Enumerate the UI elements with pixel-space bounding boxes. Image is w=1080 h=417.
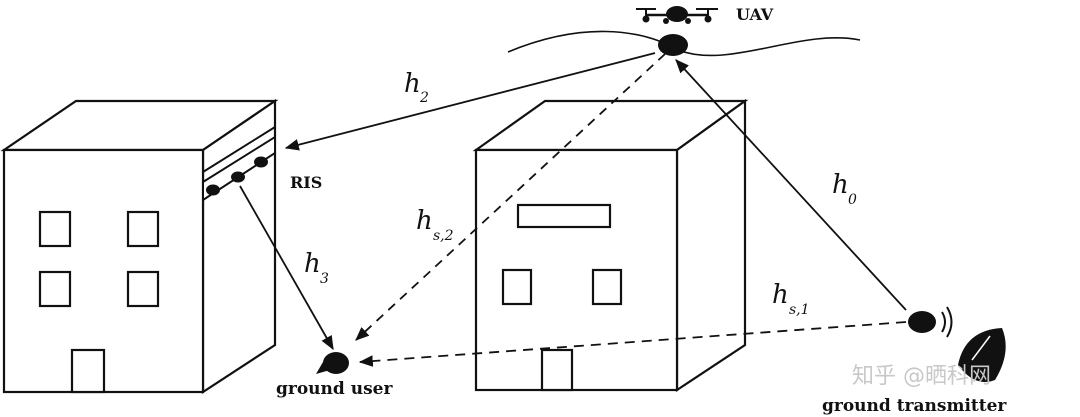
ris-element [231,171,245,183]
window [591,268,623,306]
link-h3 [239,185,334,351]
middle-building [472,98,749,393]
door [70,348,106,394]
watermark: 知乎 @晒科网 [852,364,991,389]
label-hs1-base: h [772,280,789,310]
label-h0-base: h [832,170,849,200]
window [126,270,160,308]
link-h0 [675,59,907,311]
ground-transmitter-node [908,306,953,338]
ris-strip [202,135,276,202]
label-hs1: h s,1 [772,280,810,318]
ris-element [254,156,268,168]
label-h3-sub: 3 [320,271,329,287]
link-hs1 [358,321,907,367]
uav-node [658,34,688,56]
uav-icon [636,6,718,24]
ground-user-label: ground user [276,379,393,399]
ris-element [206,184,220,196]
label-h3: h 3 [304,249,329,287]
sign-window [516,203,612,229]
label-hs2-base: h [416,206,433,236]
uav-label: UAV [736,5,774,24]
label-hs1-sub: s,1 [789,302,810,318]
door [540,348,574,392]
label-h0: h 0 [832,170,857,208]
link-hs2 [355,53,666,341]
label-h2: h 2 [404,69,429,106]
ris-edge [202,126,276,173]
label-h0-sub: 0 [848,192,857,208]
window [501,268,533,306]
window [38,270,72,308]
satellite-dish-icon [958,328,1006,383]
label-h3-base: h [304,249,321,279]
ris-label: RIS [290,173,322,192]
ground-transmitter-label: ground transmitter [822,396,1007,416]
label-h2-base: h [404,69,421,99]
middle-building-side [675,98,747,393]
window [126,210,160,248]
label-hs2: h s,2 [416,206,454,244]
ground-user-node [316,352,349,374]
link-h2 [284,52,656,151]
label-h2-sub: 2 [419,90,429,106]
window [38,210,72,248]
label-hs2-sub: s,2 [433,228,454,244]
left-building [0,98,279,395]
ris-panel [202,126,276,202]
